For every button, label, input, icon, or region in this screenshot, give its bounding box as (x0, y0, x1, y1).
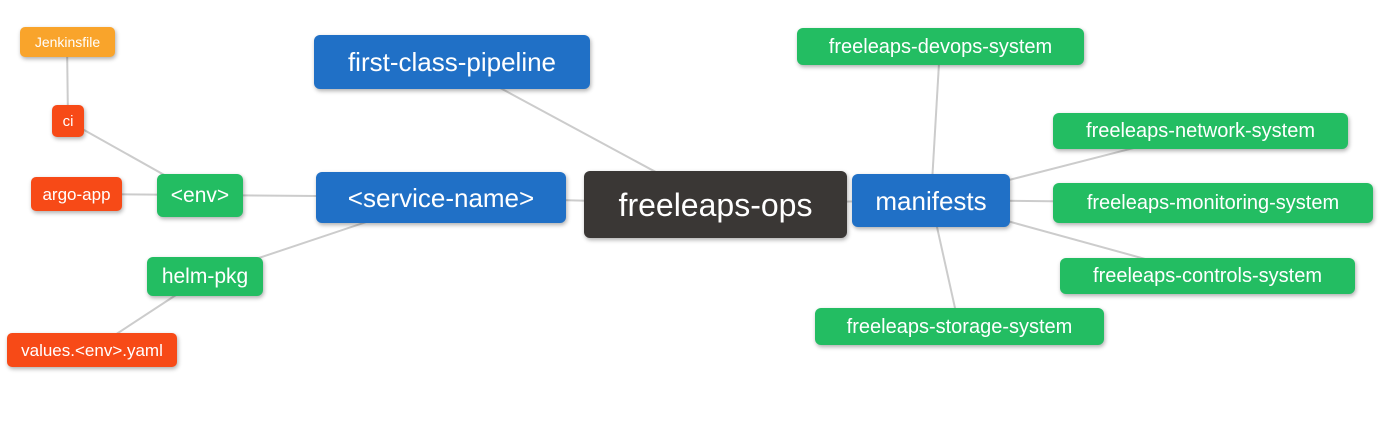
node-helm-pkg[interactable]: helm-pkg (147, 257, 263, 296)
node-freeleaps-ops-root[interactable]: freeleaps-ops (584, 171, 847, 238)
node-ci[interactable]: ci (52, 105, 84, 137)
node-values-env-yaml[interactable]: values.<env>.yaml (7, 333, 177, 367)
node-manifests[interactable]: manifests (852, 174, 1010, 227)
node-network-system[interactable]: freeleaps-network-system (1053, 113, 1348, 149)
node-env[interactable]: <env> (157, 174, 243, 217)
node-monitoring-system[interactable]: freeleaps-monitoring-system (1053, 183, 1373, 223)
node-first-class-pipeline[interactable]: first-class-pipeline (314, 35, 590, 89)
node-service-name[interactable]: <service-name> (316, 172, 566, 223)
node-controls-system[interactable]: freeleaps-controls-system (1060, 258, 1355, 294)
node-argo-app[interactable]: argo-app (31, 177, 122, 211)
node-storage-system[interactable]: freeleaps-storage-system (815, 308, 1104, 345)
node-jenkinsfile[interactable]: Jenkinsfile (20, 27, 115, 57)
node-devops-system[interactable]: freeleaps-devops-system (797, 28, 1084, 65)
